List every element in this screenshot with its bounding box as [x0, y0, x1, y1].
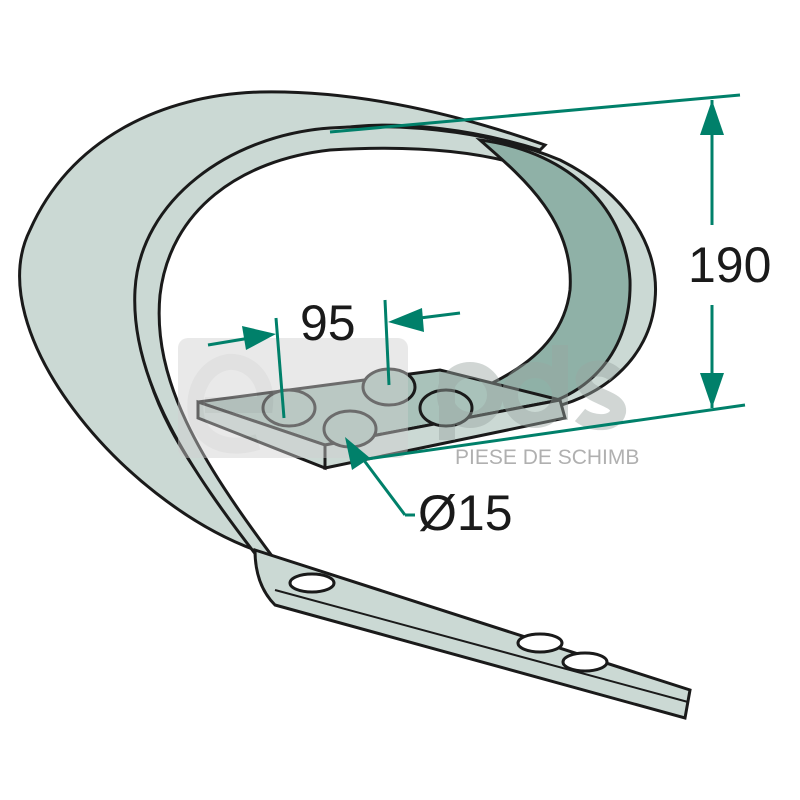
- hole-diameter-label: Ø15: [418, 485, 513, 541]
- height-dimension-label: 190: [688, 237, 771, 293]
- dimension-lines: [207, 93, 746, 517]
- watermark-logo-pds: [437, 345, 626, 440]
- tine-hole: [561, 651, 609, 673]
- hole-spacing-label: 95: [300, 295, 356, 351]
- watermark-logo-e: [187, 353, 274, 454]
- watermark-tagline: PIESE DE SCHIMB: [455, 446, 639, 469]
- tine-hole: [288, 572, 336, 594]
- tine-hole: [516, 632, 564, 654]
- tine-blade: [253, 547, 692, 720]
- watermark-logo: [178, 338, 626, 458]
